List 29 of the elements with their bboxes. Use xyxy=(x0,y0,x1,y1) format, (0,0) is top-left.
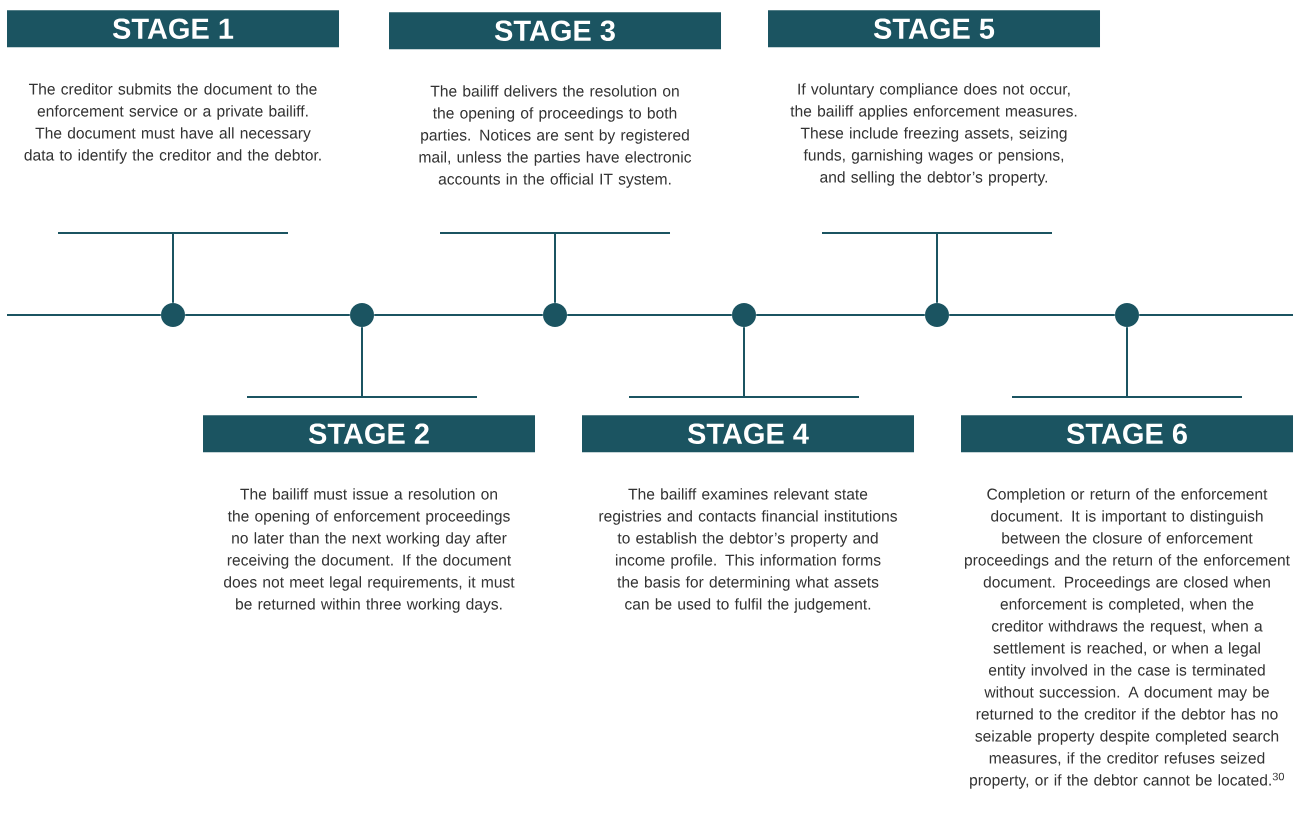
stage-header: STAGE 5 xyxy=(768,10,1100,48)
bracket-connector xyxy=(246,326,478,398)
stage-description: The bailiff examines relevant state registries and contacts financial institutions to establish the debtor’s property and income profile. This information forms the basis for determining what assets can be used to fulfil the judgement. xyxy=(599,488,897,613)
timeline-line xyxy=(184,314,351,316)
timeline-line xyxy=(755,314,926,316)
timeline-dot xyxy=(925,303,949,327)
stage-description: Completion or return of the enforcement document. It is important to distinguish between the closure of enforcement proceedings and the return of the enforcement document. Proceedings are closed when enforcement is completed, when the creditor withdraws the request, when a settlement is reached, or when a legal entity involved in the case is terminated without succession. A document may be returned to the creditor if the debtor has no seizable property despite completed search measures, if the creditor refuses seized property, or if the debtor cannot be located.$^{30}$ xyxy=(965,488,1290,789)
bracket-connector xyxy=(1011,326,1243,398)
timeline-dot xyxy=(1115,303,1139,327)
timeline-line xyxy=(948,314,1116,316)
stage-header: STAGE 6 xyxy=(961,415,1293,453)
stage-header: STAGE 1 xyxy=(7,10,339,48)
timeline-line xyxy=(373,314,544,316)
bracket-connector xyxy=(628,326,860,398)
bracket-connector xyxy=(57,232,289,304)
timeline-line xyxy=(566,314,733,316)
stage-description: The creditor submits the document to the enforcement service or a private bailiff. The document must have all necessary data to identify the creditor and the debtor. xyxy=(24,83,321,164)
stage-header: STAGE 4 xyxy=(582,415,914,453)
bracket-connector xyxy=(439,232,671,304)
timeline-dot xyxy=(161,303,185,327)
timeline-dot xyxy=(543,303,567,327)
stage-description: The bailiff must issue a resolution on the opening of enforcement proceedings no later than the next working day after receiving the document. If the document does not meet legal requirements, it must be returned within three working days. xyxy=(224,488,515,613)
stage-description: If voluntary compliance does not occur, the bailiff applies enforcement measures. These include freezing assets, seizing funds, garnishing wages or pensions, and selling the debtor’s property. xyxy=(790,83,1077,186)
stage-description: The bailiff delivers the resolution on the opening of proceedings to both parties. Notices are sent by registered mail, unless the parties have electronic accounts in the official IT system. xyxy=(419,85,692,188)
stage-header: STAGE 3 xyxy=(389,12,721,50)
stage-header: STAGE 2 xyxy=(203,415,535,453)
timeline-dot xyxy=(732,303,756,327)
timeline-dot xyxy=(350,303,374,327)
bracket-connector xyxy=(821,232,1053,304)
